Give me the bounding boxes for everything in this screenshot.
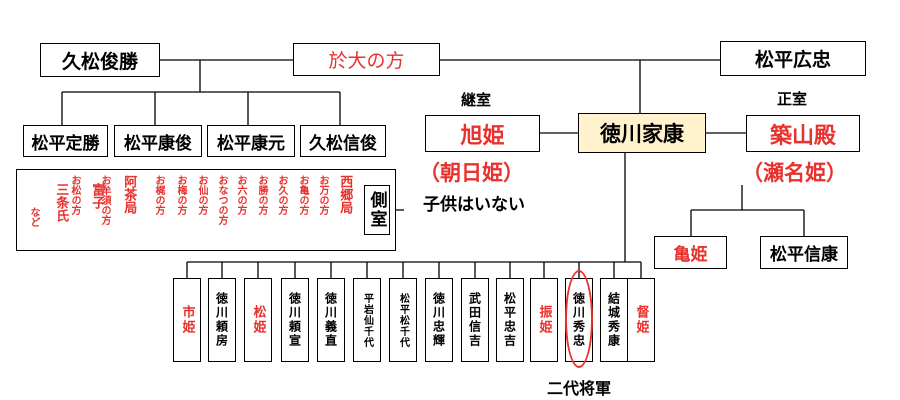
tokugawa-ieyasu-name: 徳川家康 [600, 122, 684, 146]
ieyasu-child-box: 結城秀康 [600, 278, 628, 362]
sokushitsu-label: 側室 [364, 185, 390, 235]
concubine-name: おなつの方 [216, 175, 227, 225]
sibling-name: 久松信俊 [309, 133, 377, 154]
ieyasu-child-box: 振姫 [530, 278, 558, 362]
ieyasu-child-box: 市姫 [173, 278, 201, 362]
sibling-box: 久松信俊 [300, 125, 386, 157]
concubine-name: お梅の方 [175, 175, 186, 215]
sibling-name: 松平康元 [217, 133, 285, 154]
odai-no-kata-box: 於大の方 [293, 43, 440, 76]
kame-hime-box: 亀姫 [654, 236, 727, 269]
ieyasu-child-name: 松姫 [250, 305, 266, 335]
ieyasu-child-name: 松平忠吉 [502, 292, 517, 348]
ieyasu-child-box: 徳川頼宣 [281, 278, 309, 362]
concubine-name: お亀の方 [297, 175, 308, 215]
concubine-name: お仙の方 [196, 175, 207, 215]
sibling-box: 松平定勝 [23, 125, 108, 157]
matsudaira-nobuyasu-name: 松平信康 [770, 245, 838, 265]
hisamatsu-toshikatsu-name: 久松俊勝 [61, 50, 138, 73]
concubine-name: お松の方 [69, 175, 80, 215]
sibling-name: 松平康俊 [124, 133, 192, 154]
ieyasu-child-name: 松平松千代 [397, 292, 409, 348]
concubine-name: 三条氏 [53, 183, 69, 222]
ieyasu-child-box: 平岩仙千代 [353, 278, 381, 362]
ieyasu-child-name: 平岩仙千代 [361, 292, 373, 348]
asahi-hime-alias: （朝日姫） [419, 161, 524, 185]
highlight-circle [565, 270, 593, 368]
tsukiyama-dono-name: 築山殿 [769, 123, 836, 149]
sibling-box: 松平康俊 [114, 125, 202, 157]
ieyasu-child-box: 督姫 [627, 278, 655, 362]
asahi-hime-name: 旭姫 [460, 123, 505, 149]
ieyasu-child-box: 松平松千代 [389, 278, 417, 362]
ieyasu-child-name: 徳川義直 [323, 292, 338, 348]
asahi-hime-box: 旭姫 [425, 115, 540, 152]
concubine-name: 西郷局 [337, 175, 353, 214]
seishitsu-label: 正室 [777, 90, 808, 108]
ieyasu-child-box: 松平忠吉 [496, 278, 524, 362]
tsukiyama-alias: （瀬名姫） [742, 161, 847, 185]
concubines-panel: 西郷局お万の方お亀の方お久の方お勝の方お六の方おなつの方お仙の方お梅の方お梶の方… [16, 169, 396, 251]
ieyasu-child-name: 振姫 [536, 305, 552, 335]
kame-hime-name: 亀姫 [673, 245, 708, 265]
hisamatsu-toshikatsu-box: 久松俊勝 [40, 43, 160, 77]
sibling-name: 松平定勝 [31, 133, 100, 154]
ieyasu-child-name: 徳川忠輝 [431, 292, 446, 348]
ieyasu-child-box: 徳川忠輝 [425, 278, 453, 362]
concubine-name: 阿茶局 [121, 175, 137, 214]
matsudaira-hirotada-name: 松平広忠 [754, 49, 831, 71]
ieyasu-child-name: 結城秀康 [606, 292, 621, 348]
concubine-name: お六の方 [235, 175, 246, 215]
concubine-name: お勝の方 [256, 175, 267, 215]
sibling-box: 松平康元 [207, 125, 295, 157]
concubine-name: お牟須の方 [99, 175, 110, 225]
ieyasu-child-box: 徳川頼房 [208, 278, 236, 362]
concubine-name: など [28, 207, 39, 227]
keishitsu-label: 継室 [461, 91, 492, 109]
tokugawa-ieyasu-box: 徳川家康 [578, 113, 706, 153]
ieyasu-child-name: 徳川頼宣 [287, 292, 302, 348]
concubine-name: お万の方 [317, 175, 328, 215]
ieyasu-child-name: 徳川頼房 [214, 292, 229, 348]
ieyasu-child-box: 武田信吉 [461, 278, 489, 362]
ieyasu-child-name: 督姫 [633, 305, 649, 335]
second-shogun-caption: 二代将軍 [547, 379, 612, 398]
odai-no-kata-name: 於大の方 [328, 50, 405, 72]
concubine-name: お久の方 [276, 175, 287, 215]
matsudaira-nobuyasu-box: 松平信康 [760, 236, 848, 269]
concubine-name: お梶の方 [153, 175, 164, 215]
ieyasu-child-box: 徳川義直 [317, 278, 345, 362]
tsukiyama-dono-box: 築山殿 [746, 115, 860, 152]
concubine-name: 富子 [89, 183, 105, 209]
ieyasu-child-box: 松姫 [244, 278, 272, 362]
ieyasu-child-name: 武田信吉 [467, 292, 482, 348]
matsudaira-hirotada-box: 松平広忠 [720, 41, 866, 76]
ieyasu-child-name: 市姫 [179, 305, 195, 335]
no-children-note: 子供はいない [423, 195, 525, 215]
